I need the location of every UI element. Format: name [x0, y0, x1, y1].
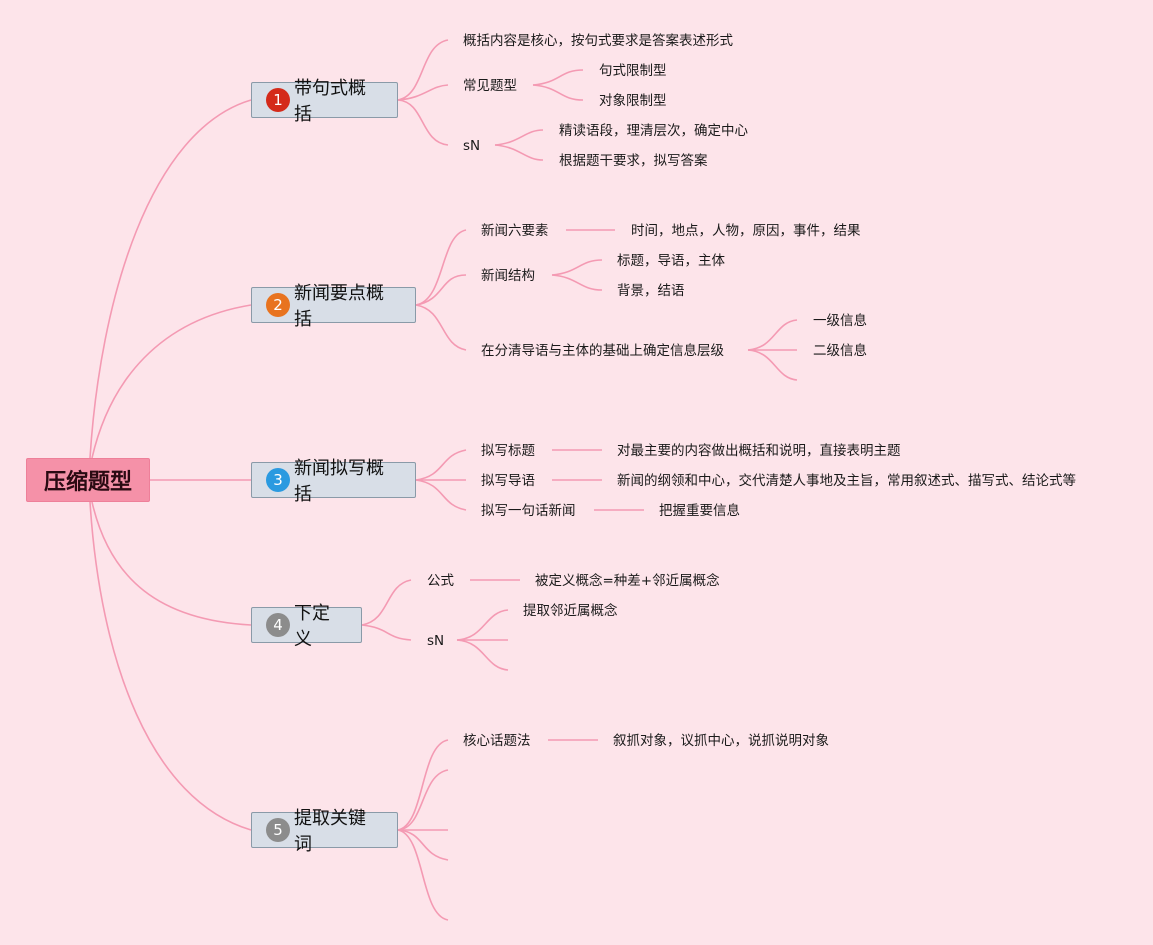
leaf-node[interactable]: 对最主要的内容做出概括和说明，直接表明主题 — [617, 443, 901, 459]
branch-node-5[interactable]: 5 提取关键词 — [251, 808, 398, 855]
leaf-node[interactable]: 新闻六要素 — [481, 223, 549, 239]
number-badge-icon: 2 — [266, 293, 290, 317]
leaf-node[interactable]: 标题，导语，主体 — [617, 253, 725, 269]
leaf-node[interactable]: 被定义概念=种差+邻近属概念 — [535, 573, 720, 589]
link-root-b5 — [89, 501, 252, 831]
leaf-node[interactable]: 提取邻近属概念 — [523, 603, 618, 619]
leaf-node[interactable]: 常见题型 — [463, 78, 517, 94]
branch-label: 下定义 — [294, 603, 330, 650]
leaf-node[interactable]: 拟写一句话新闻 — [481, 503, 576, 519]
leaf-node[interactable]: 叙抓对象，议抓中心，说抓说明对象 — [613, 733, 829, 749]
branch-node-4[interactable]: 4 下定义 — [251, 603, 362, 650]
branch-label: 新闻拟写概括 — [294, 458, 384, 505]
leaf-node[interactable]: 一级信息 — [813, 313, 867, 329]
branch-node-3[interactable]: 3 新闻拟写概括 — [251, 458, 416, 505]
leaf-node[interactable]: sN — [463, 138, 481, 154]
leaf-node[interactable]: 根据题干要求，拟写答案 — [559, 153, 708, 169]
leaf-node[interactable]: 句式限制型 — [599, 63, 667, 79]
root-node[interactable]: 压缩题型 — [26, 458, 150, 502]
branch-node-1[interactable]: 1 带句式概括 — [251, 78, 398, 125]
link-root-b2 — [91, 304, 252, 459]
leaf-node[interactable]: 时间，地点，人物，原因，事件，结果 — [631, 223, 861, 239]
branch-label: 带句式概括 — [294, 78, 366, 125]
number-badge-icon: 3 — [266, 468, 290, 492]
leaf-node[interactable]: 拟写导语 — [481, 473, 535, 489]
link-root-b4 — [91, 501, 252, 626]
leaf-node[interactable]: sN — [427, 633, 445, 649]
leaf-node[interactable]: 概括内容是核心，按句式要求是答案表述形式 — [463, 33, 733, 49]
leaf-node[interactable]: 拟写标题 — [481, 443, 535, 459]
leaf-node[interactable]: 公式 — [427, 573, 454, 589]
root-label: 压缩题型 — [43, 470, 132, 495]
leaf-node[interactable]: 背景，结语 — [617, 283, 685, 299]
link-root-b1 — [89, 99, 252, 459]
branch-node-2[interactable]: 2 新闻要点概括 — [251, 283, 416, 330]
leaf-node[interactable]: 对象限制型 — [599, 93, 667, 109]
leaf-node[interactable]: 在分清导语与主体的基础上确定信息层级 — [481, 343, 724, 359]
number-badge-icon: 1 — [266, 88, 290, 112]
leaf-node[interactable]: 新闻结构 — [481, 268, 535, 284]
branch-label: 提取关键词 — [294, 808, 366, 855]
number-badge-icon: 5 — [266, 818, 290, 842]
leaf-node[interactable]: 二级信息 — [813, 343, 867, 359]
branch-label: 新闻要点概括 — [294, 283, 384, 330]
leaf-node[interactable]: 精读语段，理清层次，确定中心 — [559, 123, 748, 139]
leaf-node[interactable]: 核心话题法 — [463, 733, 531, 749]
leaf-node[interactable]: 把握重要信息 — [659, 503, 740, 519]
number-badge-icon: 4 — [266, 613, 290, 637]
leaf-node[interactable]: 新闻的纲领和中心，交代清楚人事地及主旨，常用叙述式、描写式、结论式等 — [617, 473, 1076, 489]
